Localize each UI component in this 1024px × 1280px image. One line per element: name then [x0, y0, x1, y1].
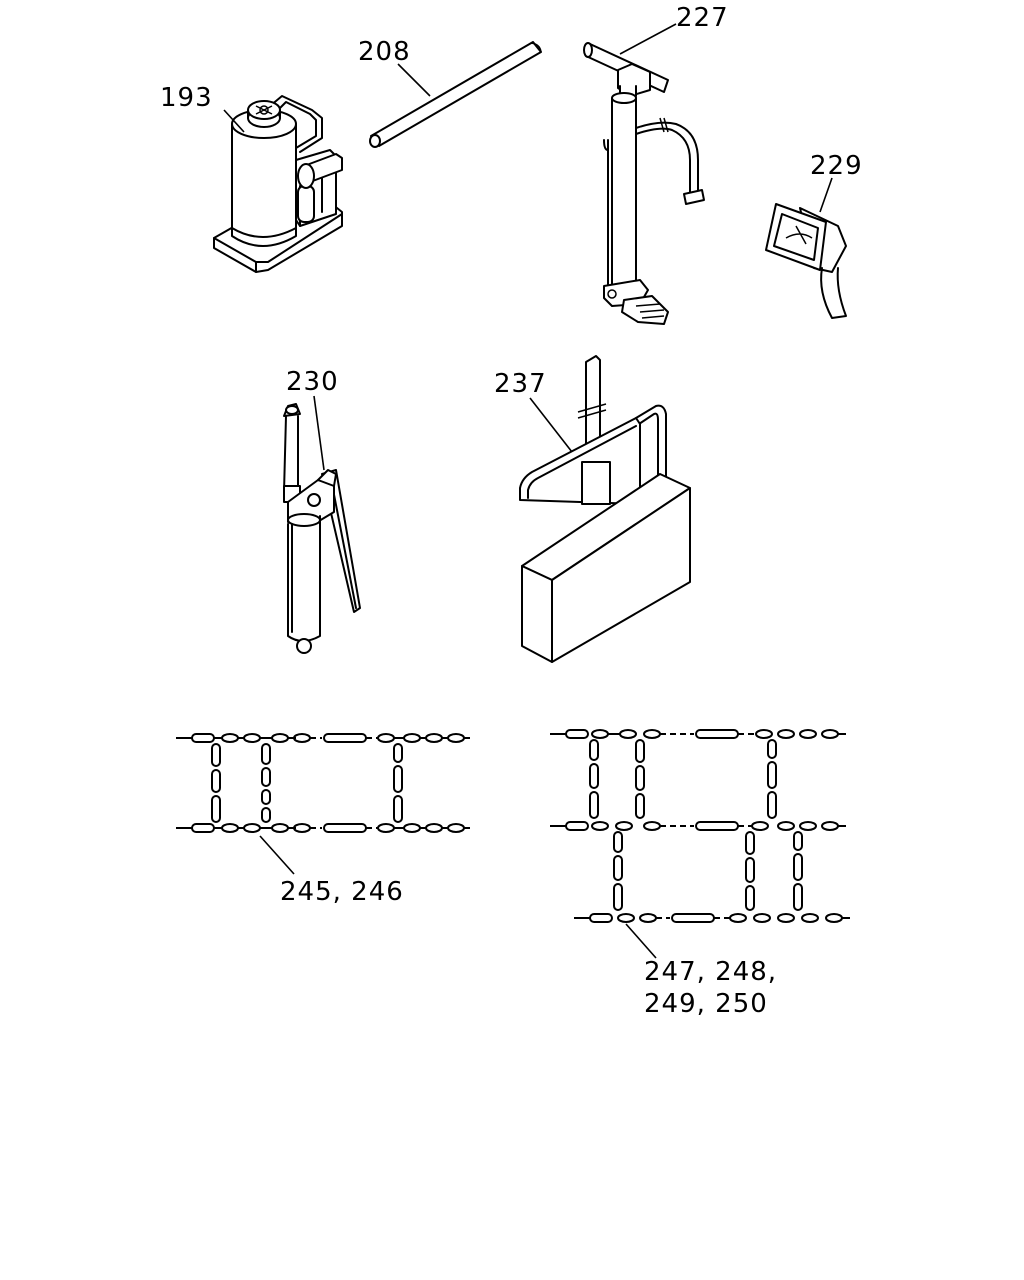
callout-208: 208	[358, 37, 411, 67]
work-lamp-illustration	[765, 203, 847, 319]
tire-chain-2-rail-illustration	[176, 733, 470, 833]
tire-pump-illustration	[583, 42, 705, 325]
handle-bar-illustration	[369, 41, 542, 148]
callout-245-246: 245, 246	[280, 877, 404, 907]
callout-249-250: 249, 250	[644, 989, 768, 1019]
callout-193: 193	[160, 83, 213, 113]
callout-230: 230	[286, 367, 339, 397]
bottle-jack-illustration	[213, 95, 343, 273]
tool-bag-illustration	[519, 355, 691, 663]
grease-gun-illustration	[283, 403, 361, 654]
callout-247-248: 247, 248,	[644, 957, 777, 987]
callout-227: 227	[676, 3, 729, 33]
tire-chain-3-rail-illustration	[550, 729, 850, 923]
callout-229: 229	[810, 151, 863, 181]
callout-237: 237	[494, 369, 547, 399]
